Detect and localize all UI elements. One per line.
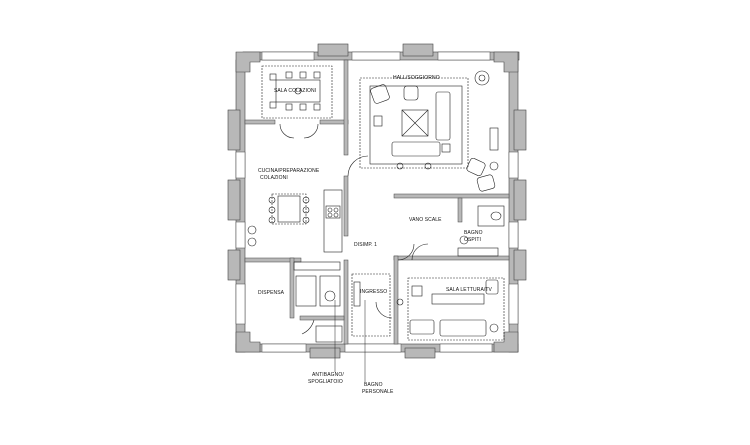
room-label-antibagno-line2: SPOGLIATOIO [308, 379, 343, 385]
room-label-sala-colazioni: SALA COLAZIONI [274, 88, 317, 94]
room-label-vano-scale: VANO SCALE [409, 217, 442, 223]
room-label-bagno-ospiti-line2: OSPITI [464, 237, 481, 243]
room-label-sala-lettura: SALA LETTURA/TV [446, 287, 492, 293]
room-label-antibagno-line1: ANTIBAGNO/ [312, 372, 344, 378]
room-label-dispensa: DISPENSA [258, 290, 285, 296]
leader-lines [334, 300, 366, 382]
room-label-ingresso: INGRESSO [360, 289, 388, 295]
exterior-walls [227, 43, 527, 359]
room-label-bagno-personale-line2: PERSONALE [362, 389, 394, 395]
room-label-bagno-ospiti-line1: BAGNO [464, 230, 483, 236]
room-label-bagno-personale-line1: BAGNO [364, 382, 383, 388]
room-label-cucina-line1: CUCINA/PREPARAZIONE [258, 168, 320, 174]
furniture [247, 65, 505, 343]
room-label-disimpegno: DISIMP. 1 [354, 242, 378, 248]
interior-walls [244, 59, 510, 345]
room-label-hall-soggiorno: HALL/SOGGIORNO [393, 75, 440, 81]
room-label-cucina-line2: COLAZIONI [260, 175, 288, 181]
windows [235, 51, 519, 353]
